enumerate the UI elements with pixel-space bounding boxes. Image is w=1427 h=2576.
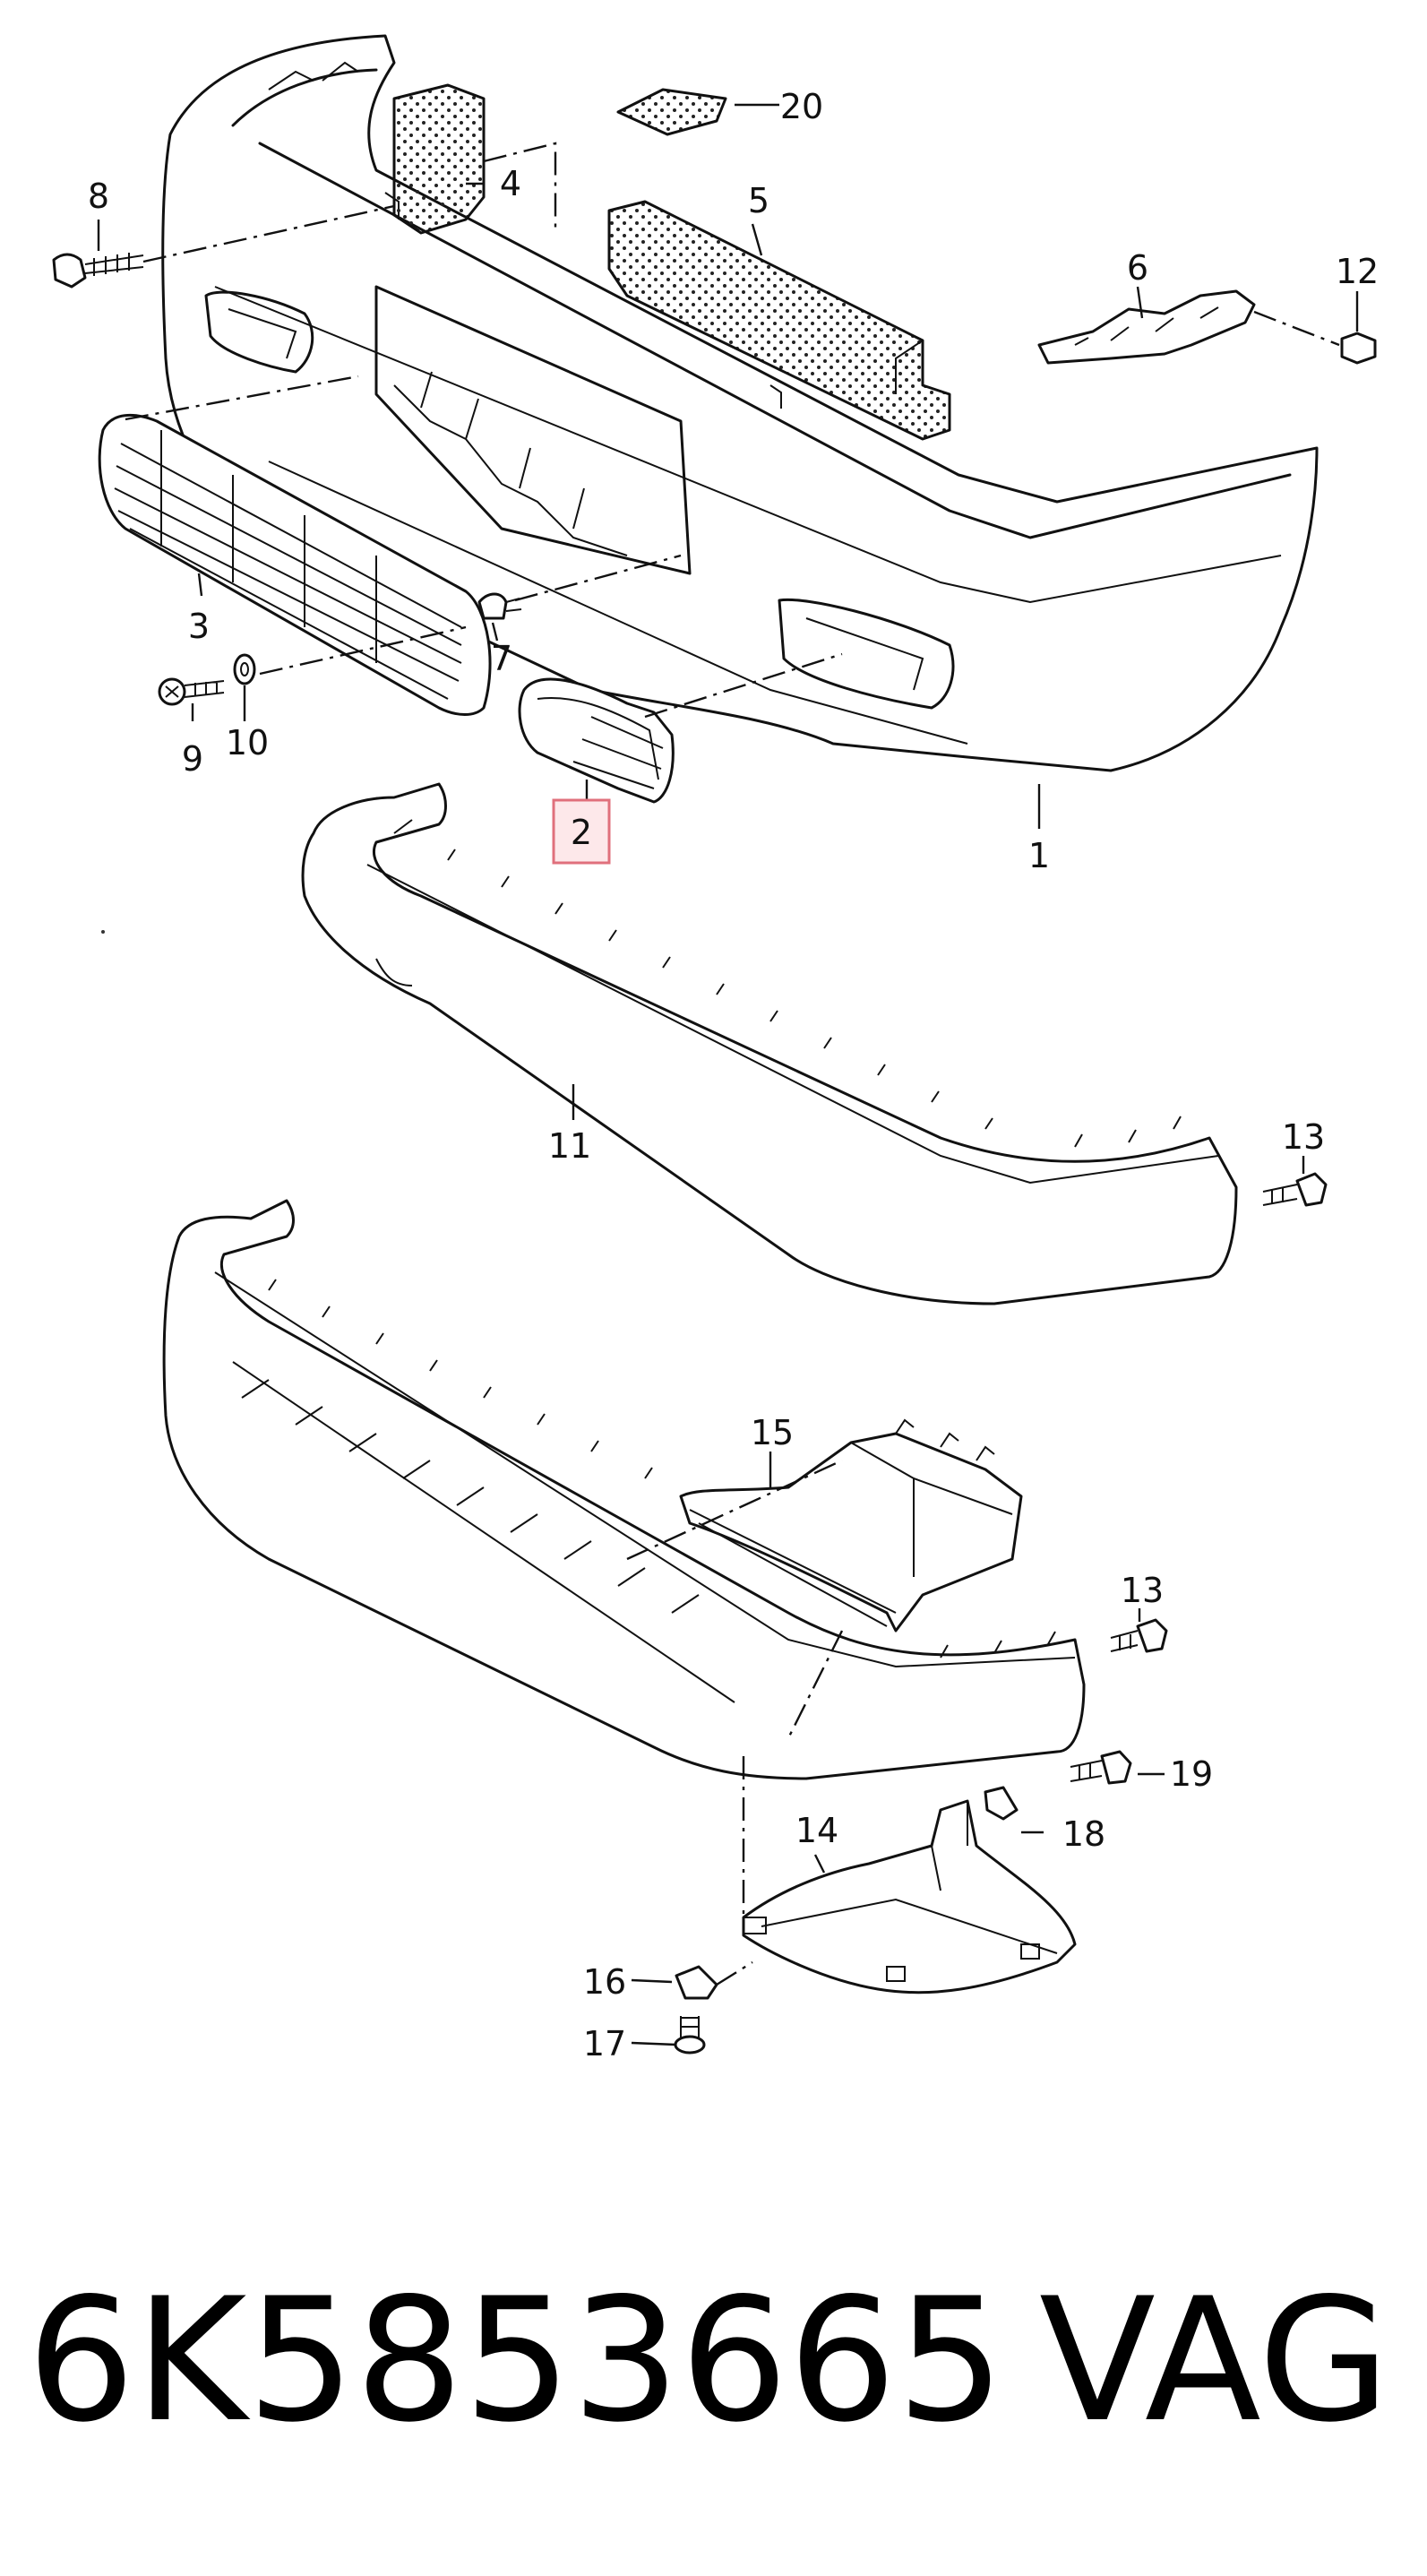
assembly-lines	[125, 142, 1340, 1986]
grille-part-3	[98, 413, 492, 716]
clip-nut-part-18	[984, 1786, 1019, 1821]
deflector-part-14	[742, 1799, 1077, 1994]
callout-6: 6	[1127, 248, 1148, 288]
screw-part-8	[52, 253, 144, 289]
callout-4: 4	[500, 164, 521, 203]
leader-lines	[97, 103, 1359, 2046]
callout-10: 10	[226, 723, 269, 762]
bumper-cover-part-1	[161, 34, 1319, 772]
callout-19: 19	[1170, 1754, 1213, 1794]
bolt-part-9	[158, 677, 225, 706]
air-guide-part-2	[518, 677, 675, 804]
nut-part-12	[1340, 332, 1377, 365]
brand-label: VAG	[1039, 2262, 1390, 2460]
callout-14: 14	[795, 1811, 838, 1850]
screw-part-17	[674, 2016, 706, 2055]
callout-12: 12	[1336, 252, 1379, 291]
callout-9: 9	[182, 739, 203, 779]
highlight-box	[552, 798, 611, 865]
energy-absorber-part-5	[607, 200, 951, 441]
callout-13-lower: 13	[1121, 1571, 1164, 1610]
screw-part-19	[1070, 1750, 1132, 1785]
callout-13-upper: 13	[1282, 1117, 1325, 1157]
screw-part-13-upper	[1262, 1172, 1328, 1207]
callout-2: 2	[571, 813, 592, 852]
bracket-part-6	[1037, 289, 1256, 365]
screw-part-13-lower	[1110, 1618, 1168, 1653]
callout-18: 18	[1062, 1814, 1105, 1854]
callout-5: 5	[748, 181, 769, 220]
stray-dot	[101, 930, 105, 934]
callout-20: 20	[780, 87, 823, 126]
foam-pad-part-4	[392, 83, 486, 235]
callout-15: 15	[751, 1413, 794, 1452]
callout-labels: 8 4 5 6 12 20 3 7 9 10 2 1 11 13 15 13 1…	[88, 87, 1379, 2063]
washer-part-10	[233, 653, 256, 685]
part-number-label: 6K5853665	[27, 2262, 1005, 2460]
callout-16: 16	[583, 1962, 626, 2002]
clip-nut-part-16	[675, 1965, 718, 2000]
callout-8: 8	[88, 177, 109, 216]
pad-part-20	[616, 88, 727, 136]
air-duct-part-15	[679, 1418, 1023, 1633]
callout-11: 11	[548, 1126, 591, 1166]
callout-3: 3	[188, 607, 210, 646]
callout-17: 17	[583, 2024, 626, 2063]
clip-part-7	[477, 592, 522, 620]
spoiler-part-11	[301, 782, 1238, 1305]
callout-1: 1	[1028, 836, 1050, 875]
callout-7: 7	[491, 639, 512, 678]
